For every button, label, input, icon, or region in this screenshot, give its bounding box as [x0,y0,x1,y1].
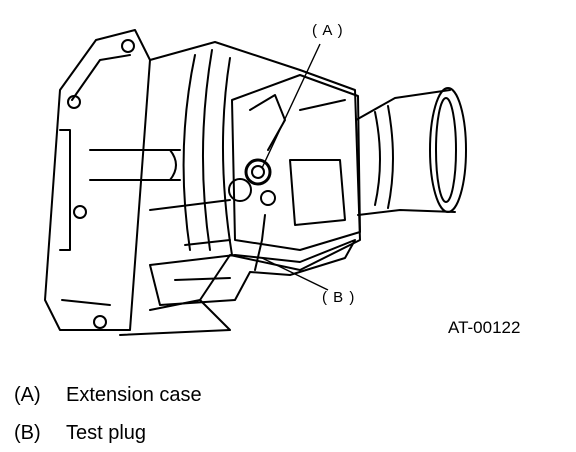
transmission-diagram [44,29,467,336]
flange-bolt-hole [73,205,87,219]
leader-line-b [261,257,329,291]
case-flange [44,29,151,331]
leader-line-a [261,43,321,169]
callout-label-a: ( A ) [312,22,344,39]
legend-item: (B) Test plug [14,422,146,445]
oil-pan [149,239,356,306]
plug-large [244,158,272,186]
output-sleeve-end [429,87,467,213]
figure-id: AT-00122 [448,318,521,337]
plug-small [228,178,252,202]
flange-bolt-hole [93,315,107,329]
housing-body [149,41,361,311]
legend-key: (B) [14,422,41,444]
callout-label-b: ( B ) [322,289,356,306]
output-sleeve [355,89,451,121]
extension-case [231,74,361,251]
flange-bolt-hole [121,39,135,53]
legend-label: Extension case [66,384,202,406]
legend-label: Test plug [66,422,147,444]
legend-item: (A) Extension case [14,384,202,407]
flange-bolt-hole [67,95,81,109]
legend-key: (A) [14,384,41,406]
